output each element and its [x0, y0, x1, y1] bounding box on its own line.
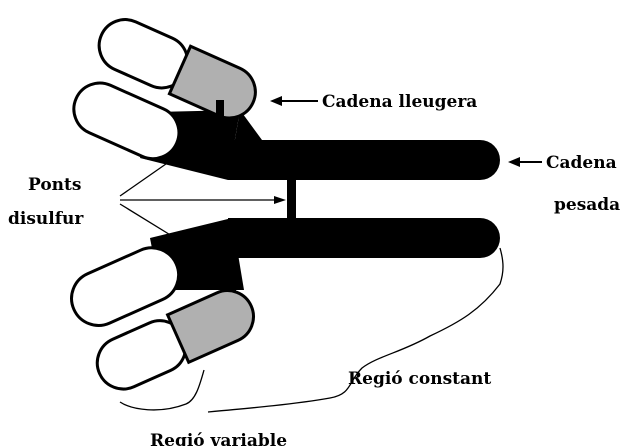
heavy-chain-label-line2: pesada	[554, 195, 620, 215]
heavy-chain-arrow	[508, 157, 542, 167]
heavy-chain-lower-fc	[228, 218, 500, 258]
heavy-chain-upper	[140, 110, 500, 180]
constant-region-label: Regió constant	[348, 369, 491, 389]
heavy-heavy-disulfide-bond	[287, 178, 296, 220]
light-heavy-disulfide-upper	[216, 100, 224, 120]
heavy-chain-upper-variable	[66, 75, 188, 167]
heavy-chain-lower	[150, 218, 500, 290]
disulfide-label-line1: Ponts	[28, 175, 81, 195]
light-chain-label: Cadena lleugera	[322, 92, 477, 112]
variable-region-label: Regió variable	[150, 431, 287, 446]
heavy-chain-label-line1: Cadena	[546, 153, 617, 173]
heavy-chain-upper-fc	[228, 140, 500, 180]
light-chain-arrow	[270, 96, 318, 106]
disulfide-label-line2: disulfur	[8, 209, 84, 229]
